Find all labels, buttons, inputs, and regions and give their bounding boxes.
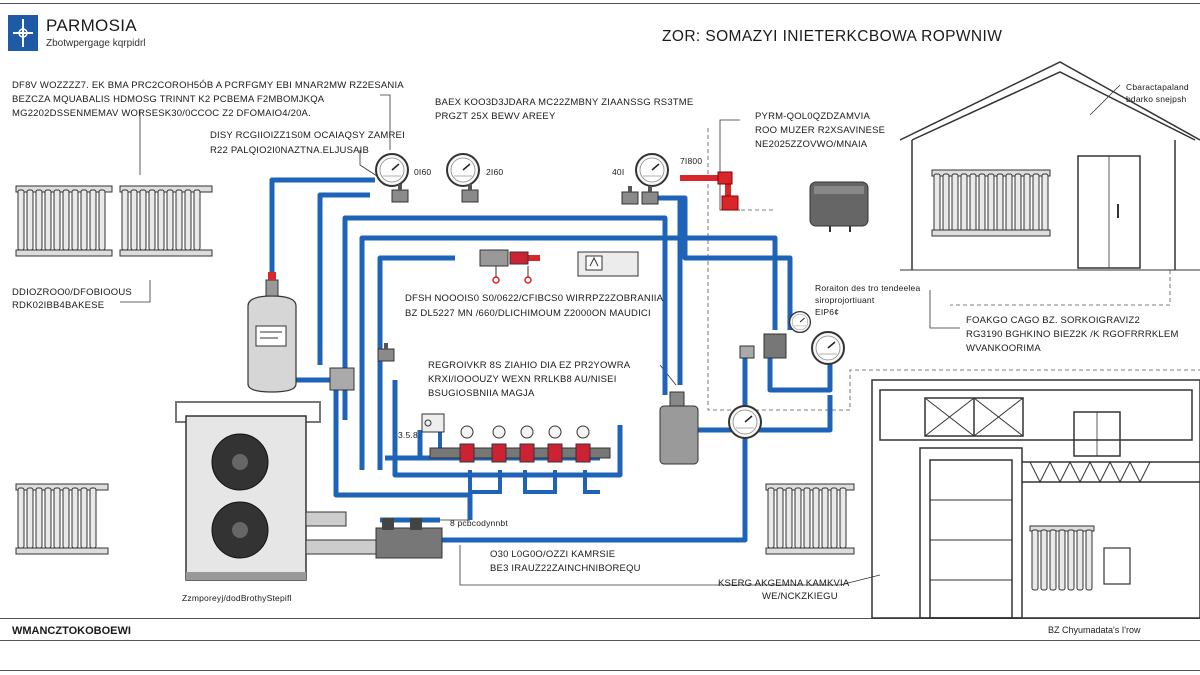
radiator-building bbox=[1029, 525, 1095, 591]
brand-logo bbox=[8, 15, 38, 51]
valve-3 bbox=[621, 185, 639, 205]
label-house-note-2: bdarko snejpsh bbox=[1126, 94, 1187, 104]
label-house-note-1: Cbaractapaland bbox=[1126, 82, 1189, 92]
heat-pump-connections bbox=[305, 511, 377, 555]
label-right-note-1: Roraiton des tro tendeelea bbox=[815, 283, 921, 293]
label-center-3: REGROIVKR 8S ZIAHIO DIA EZ PR2YOWRA bbox=[428, 360, 631, 371]
hydronic-pump-unit bbox=[375, 518, 443, 559]
gauge-2-value: 2I60 bbox=[486, 167, 504, 177]
diagram-title: ZOR: SOMAZYI INIETERKCBOWA ROPWNIW bbox=[662, 28, 1003, 45]
valve-4 bbox=[641, 185, 659, 205]
heat-pump-caption: Zzmporeyj/dodBrothyStepifl bbox=[182, 593, 292, 603]
label-mid-left-1: DISY RCGIIOIZZ1S0M OCAIAQSY ZAMREI bbox=[210, 130, 405, 141]
radiator-top-left-2 bbox=[119, 185, 213, 257]
label-bottom-center-2: BE3 IRAUZ22ZAINCHNIBOREQU bbox=[490, 563, 641, 574]
label-top-left-1: DF8V WOZZZZ7. EK BMA PRC2COROH5ÓB A PCRF… bbox=[12, 80, 404, 91]
red-valve bbox=[717, 171, 733, 185]
red-fitting bbox=[721, 195, 739, 211]
bottom-border bbox=[0, 670, 1200, 671]
buffer-tank bbox=[659, 391, 699, 465]
valve-group-center bbox=[479, 249, 532, 284]
label-center-5: BSUGIOSBNIIA MAGJA bbox=[428, 388, 535, 399]
thermometer-gauge bbox=[788, 310, 812, 334]
controller-unit bbox=[577, 251, 639, 277]
label-top-right-3: NE2025ZZOVWO/MNAIA bbox=[755, 139, 868, 150]
label-bottom-center-1: O30 L0G0O/OZZI KAMRSIE bbox=[490, 549, 616, 560]
footer-rule-top bbox=[0, 618, 1200, 619]
label-right-box-2: RG3190 BGHKINO BIEZ2K /K RGOFRRRKLEM bbox=[966, 329, 1179, 340]
label-mid-left-2: R22 PALQIO2I0NAZTNA.ELJUSAIB bbox=[210, 145, 370, 156]
pressure-gauge-4 bbox=[811, 331, 845, 365]
mixing-valve-box bbox=[329, 367, 355, 391]
label-right-box-3: WVANKOORIMA bbox=[966, 343, 1041, 354]
expansion-tank bbox=[809, 181, 869, 232]
gauge-3-value: 40I bbox=[612, 167, 625, 177]
label-top-left-2: BEZCZA MQUABALIS HDMOSG TRINNT K2 PCBEMA… bbox=[12, 94, 325, 105]
label-bottom-right-1: KSERG AKGEMNA KAMKVIA bbox=[718, 578, 850, 589]
radiator-bottom-right bbox=[765, 483, 855, 555]
pressure-gauge-2 bbox=[446, 153, 480, 187]
gauge-1-value: 0I60 bbox=[414, 167, 432, 177]
blue-pipe-network bbox=[269, 177, 833, 543]
top-border bbox=[0, 3, 1200, 4]
label-top-right-1: PYRM-QOL0QZDZAMVIA bbox=[755, 111, 870, 122]
pressure-gauge-3 bbox=[635, 153, 669, 187]
brand-subtitle: Zbotwpergage kqrpidrl bbox=[46, 38, 146, 49]
underfloor-manifold bbox=[421, 413, 611, 463]
heat-pump-outdoor-unit bbox=[175, 401, 321, 581]
label-top-left-3: MG2202DSSENMEMAV WORSESK30/0CCOC Z2 DFOM… bbox=[12, 108, 311, 119]
boiler-box bbox=[1103, 547, 1131, 585]
footer-rule-bottom bbox=[0, 640, 1200, 641]
label-top-right-2: ROO MUZER R2XSAVINESE bbox=[755, 125, 886, 136]
label-left-box-1: DDIOZROO0/DFOBIOOUS bbox=[12, 287, 132, 298]
label-center-2: BZ DL5227 MN /660/DLICHIMOUM Z2000ON MAU… bbox=[405, 308, 651, 319]
brand-name: PARMOSIA bbox=[46, 16, 137, 35]
label-top-center-1: BAEX KOO3D3JDARA MC22ZMBNY ZIAANSSG RS3T… bbox=[435, 97, 694, 108]
pressure-gauge-5 bbox=[728, 405, 762, 439]
pressure-gauge-1 bbox=[375, 153, 409, 187]
label-right-note-3: EIP6¢ bbox=[815, 307, 840, 317]
gauge-4-value: 7I800 bbox=[680, 156, 703, 166]
footer-title: WMANCZTOKOBOEWI bbox=[12, 625, 131, 637]
hot-water-cylinder bbox=[247, 272, 297, 393]
label-right-note-2: siroprojortiuant bbox=[815, 295, 875, 305]
manifold-number: 3.5.8. bbox=[398, 430, 421, 440]
label-top-center-2: PRGZT 25X BEWV AREEY bbox=[435, 111, 556, 122]
label-center-1: DFSH NOOOIS0 S0/0622/CFIBCS0 WIRRPZ2ZOBR… bbox=[405, 293, 664, 304]
label-center-4: KRXI/IOOOUZY WEXN RRLKB8 AU/NISEI bbox=[428, 374, 617, 385]
label-right-box-1: FOAKGO CAGO BZ. SORKOIGRAVIZ2 bbox=[966, 315, 1141, 326]
house-top-right bbox=[899, 61, 1200, 271]
logo-mark-icon bbox=[13, 19, 33, 47]
radiator-house bbox=[931, 169, 1051, 237]
footer-caption: BZ Chyumadata's I'row bbox=[1048, 625, 1141, 635]
circulation-pump-right bbox=[739, 333, 787, 359]
radiator-bottom-left bbox=[15, 483, 109, 555]
label-bottom-right-2: WE/NCKZKIEGU bbox=[762, 591, 838, 602]
building-bottom-right bbox=[871, 379, 1200, 619]
label-left-box-2: RDK02IBB4BAKESE bbox=[12, 300, 105, 311]
radiator-top-left-1 bbox=[15, 185, 113, 257]
pump-label: 8 pcbcodynnbt bbox=[450, 518, 508, 528]
